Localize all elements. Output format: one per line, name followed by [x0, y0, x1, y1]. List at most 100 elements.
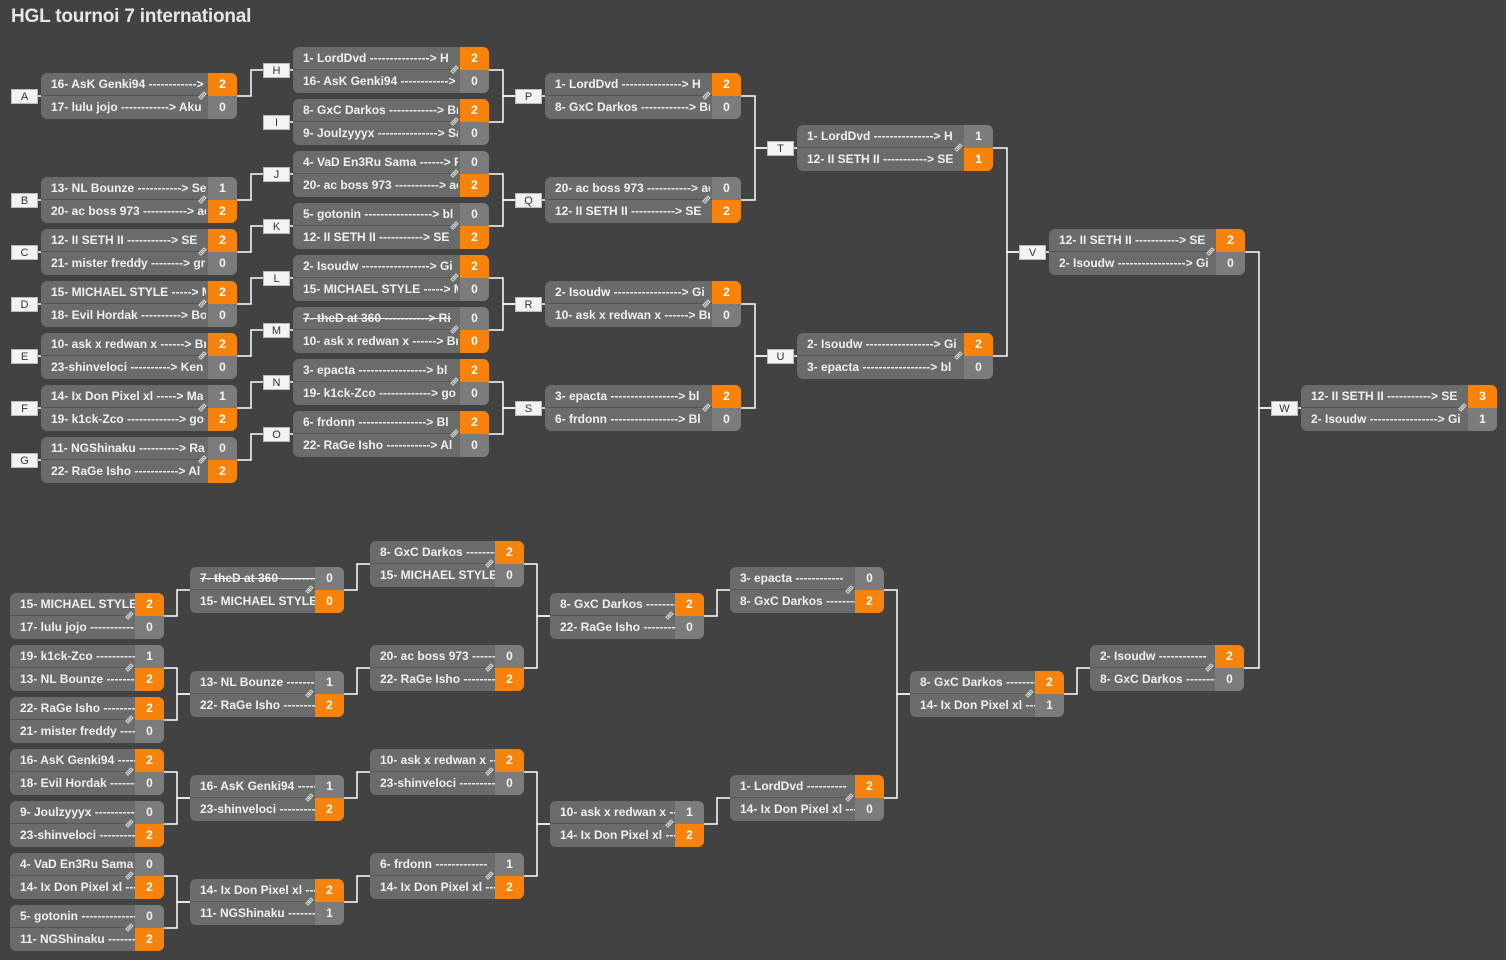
- team-slot[interactable]: 9- Joulzyyyx -----------0: [10, 801, 164, 824]
- team-slot[interactable]: 17- lulu jojo -----------0: [10, 616, 164, 639]
- link-icon[interactable]: [305, 897, 314, 906]
- link-icon[interactable]: [125, 871, 134, 880]
- match-l6[interactable]: 4- VaD En3Ru Sama -----014- Ix Don Pixel…: [10, 853, 164, 899]
- team-slot[interactable]: 14- Ix Don Pixel xl -----0: [730, 798, 884, 821]
- team-slot[interactable]: 1- LordDvd ----------2: [730, 775, 884, 798]
- link-icon[interactable]: [198, 195, 207, 204]
- link-icon[interactable]: [485, 767, 494, 776]
- link-icon[interactable]: [954, 351, 963, 360]
- link-icon[interactable]: [125, 663, 134, 672]
- link-icon[interactable]: [305, 689, 314, 698]
- team-slot[interactable]: 10- ask x redwan x ---1: [550, 801, 704, 824]
- link-icon[interactable]: [845, 585, 854, 594]
- link-icon[interactable]: [665, 611, 674, 620]
- team-slot[interactable]: 14- Ix Don Pixel xl -----2: [550, 824, 704, 847]
- team-slot[interactable]: 16- AsK Genki94 -------2: [10, 749, 164, 772]
- team-slot[interactable]: 22- RaGe Isho --------2: [10, 697, 164, 720]
- team-slot[interactable]: 3- epacta ------------0: [730, 567, 884, 590]
- team-slot[interactable]: 20- ac boss 973 ------0: [370, 645, 524, 668]
- link-icon[interactable]: [450, 221, 459, 230]
- team-slot[interactable]: 19- k1ck-Zco ----------1: [10, 645, 164, 668]
- link-icon[interactable]: [1206, 247, 1215, 256]
- link-icon[interactable]: [450, 377, 459, 386]
- link-icon[interactable]: [702, 91, 711, 100]
- link-icon[interactable]: [198, 91, 207, 100]
- link-icon[interactable]: [485, 559, 494, 568]
- team-slot[interactable]: 11- NGShinaku --------1: [190, 902, 344, 925]
- team-slot[interactable]: 8- GxC Darkos --------2: [730, 590, 884, 613]
- link-icon[interactable]: [450, 429, 459, 438]
- team-slot[interactable]: 6- frdonn -------------1: [370, 853, 524, 876]
- link-icon[interactable]: [954, 143, 963, 152]
- team-slot[interactable]: 8- GxC Darkos --------2: [550, 593, 704, 616]
- team-slot[interactable]: 23-shinveloci ----------0: [370, 772, 524, 795]
- team-slot[interactable]: 4- VaD En3Ru Sama -----0: [10, 853, 164, 876]
- link-icon[interactable]: [198, 403, 207, 412]
- link-icon[interactable]: [198, 455, 207, 464]
- link-icon[interactable]: [125, 611, 134, 620]
- link-icon[interactable]: [450, 65, 459, 74]
- team-slot[interactable]: 18- Evil Hordak ---------0: [10, 772, 164, 795]
- team-slot[interactable]: 14- Ix Don Pixel xl -----2: [370, 876, 524, 899]
- link-icon[interactable]: [198, 351, 207, 360]
- team-slot[interactable]: 11- NGShinaku --------2: [10, 928, 164, 951]
- link-icon[interactable]: [702, 403, 711, 412]
- link-icon[interactable]: [125, 819, 134, 828]
- link-icon[interactable]: [485, 663, 494, 672]
